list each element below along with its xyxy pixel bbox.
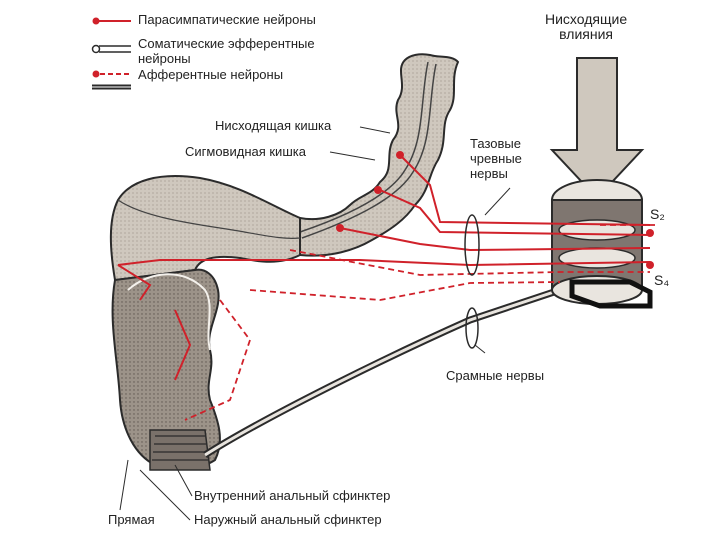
descending-arrow-icon [552,58,642,198]
label-s4: S₄ [654,273,669,288]
sigmoid-colon [111,176,300,280]
label-pudendal-nerves: Срамные нервы [446,368,544,383]
legend-parasympathetic-icon [93,18,132,25]
label-internal-sphincter: Внутренний анальный сфинктер [194,488,390,503]
legend-label-afferent: Афферентные нейроны [138,67,283,82]
legend-somatic-icon [93,46,132,53]
label-s2: S₂ [650,207,665,222]
label-rectum: Прямая [108,512,155,527]
label-descending-influences: Нисходящие влияния [545,12,627,42]
label-external-sphincter: Наружный анальный сфинктер [194,512,382,527]
legend-label-parasympathetic: Парасимпатические нейроны [138,12,316,27]
legend-afferent-icon [93,71,132,78]
anal-sphincter [150,430,210,470]
label-sigmoid-colon: Сигмовидная кишка [185,144,306,159]
pelvic-nerve-ring [465,215,479,275]
label-pelvic-nerves: Тазовые чревные нервы [470,136,522,181]
legend-label-somatic: Соматические эфферентные нейроны [138,36,315,66]
spinal-cord-segments [552,180,650,306]
label-descending-colon: Нисходящая кишка [215,118,331,133]
